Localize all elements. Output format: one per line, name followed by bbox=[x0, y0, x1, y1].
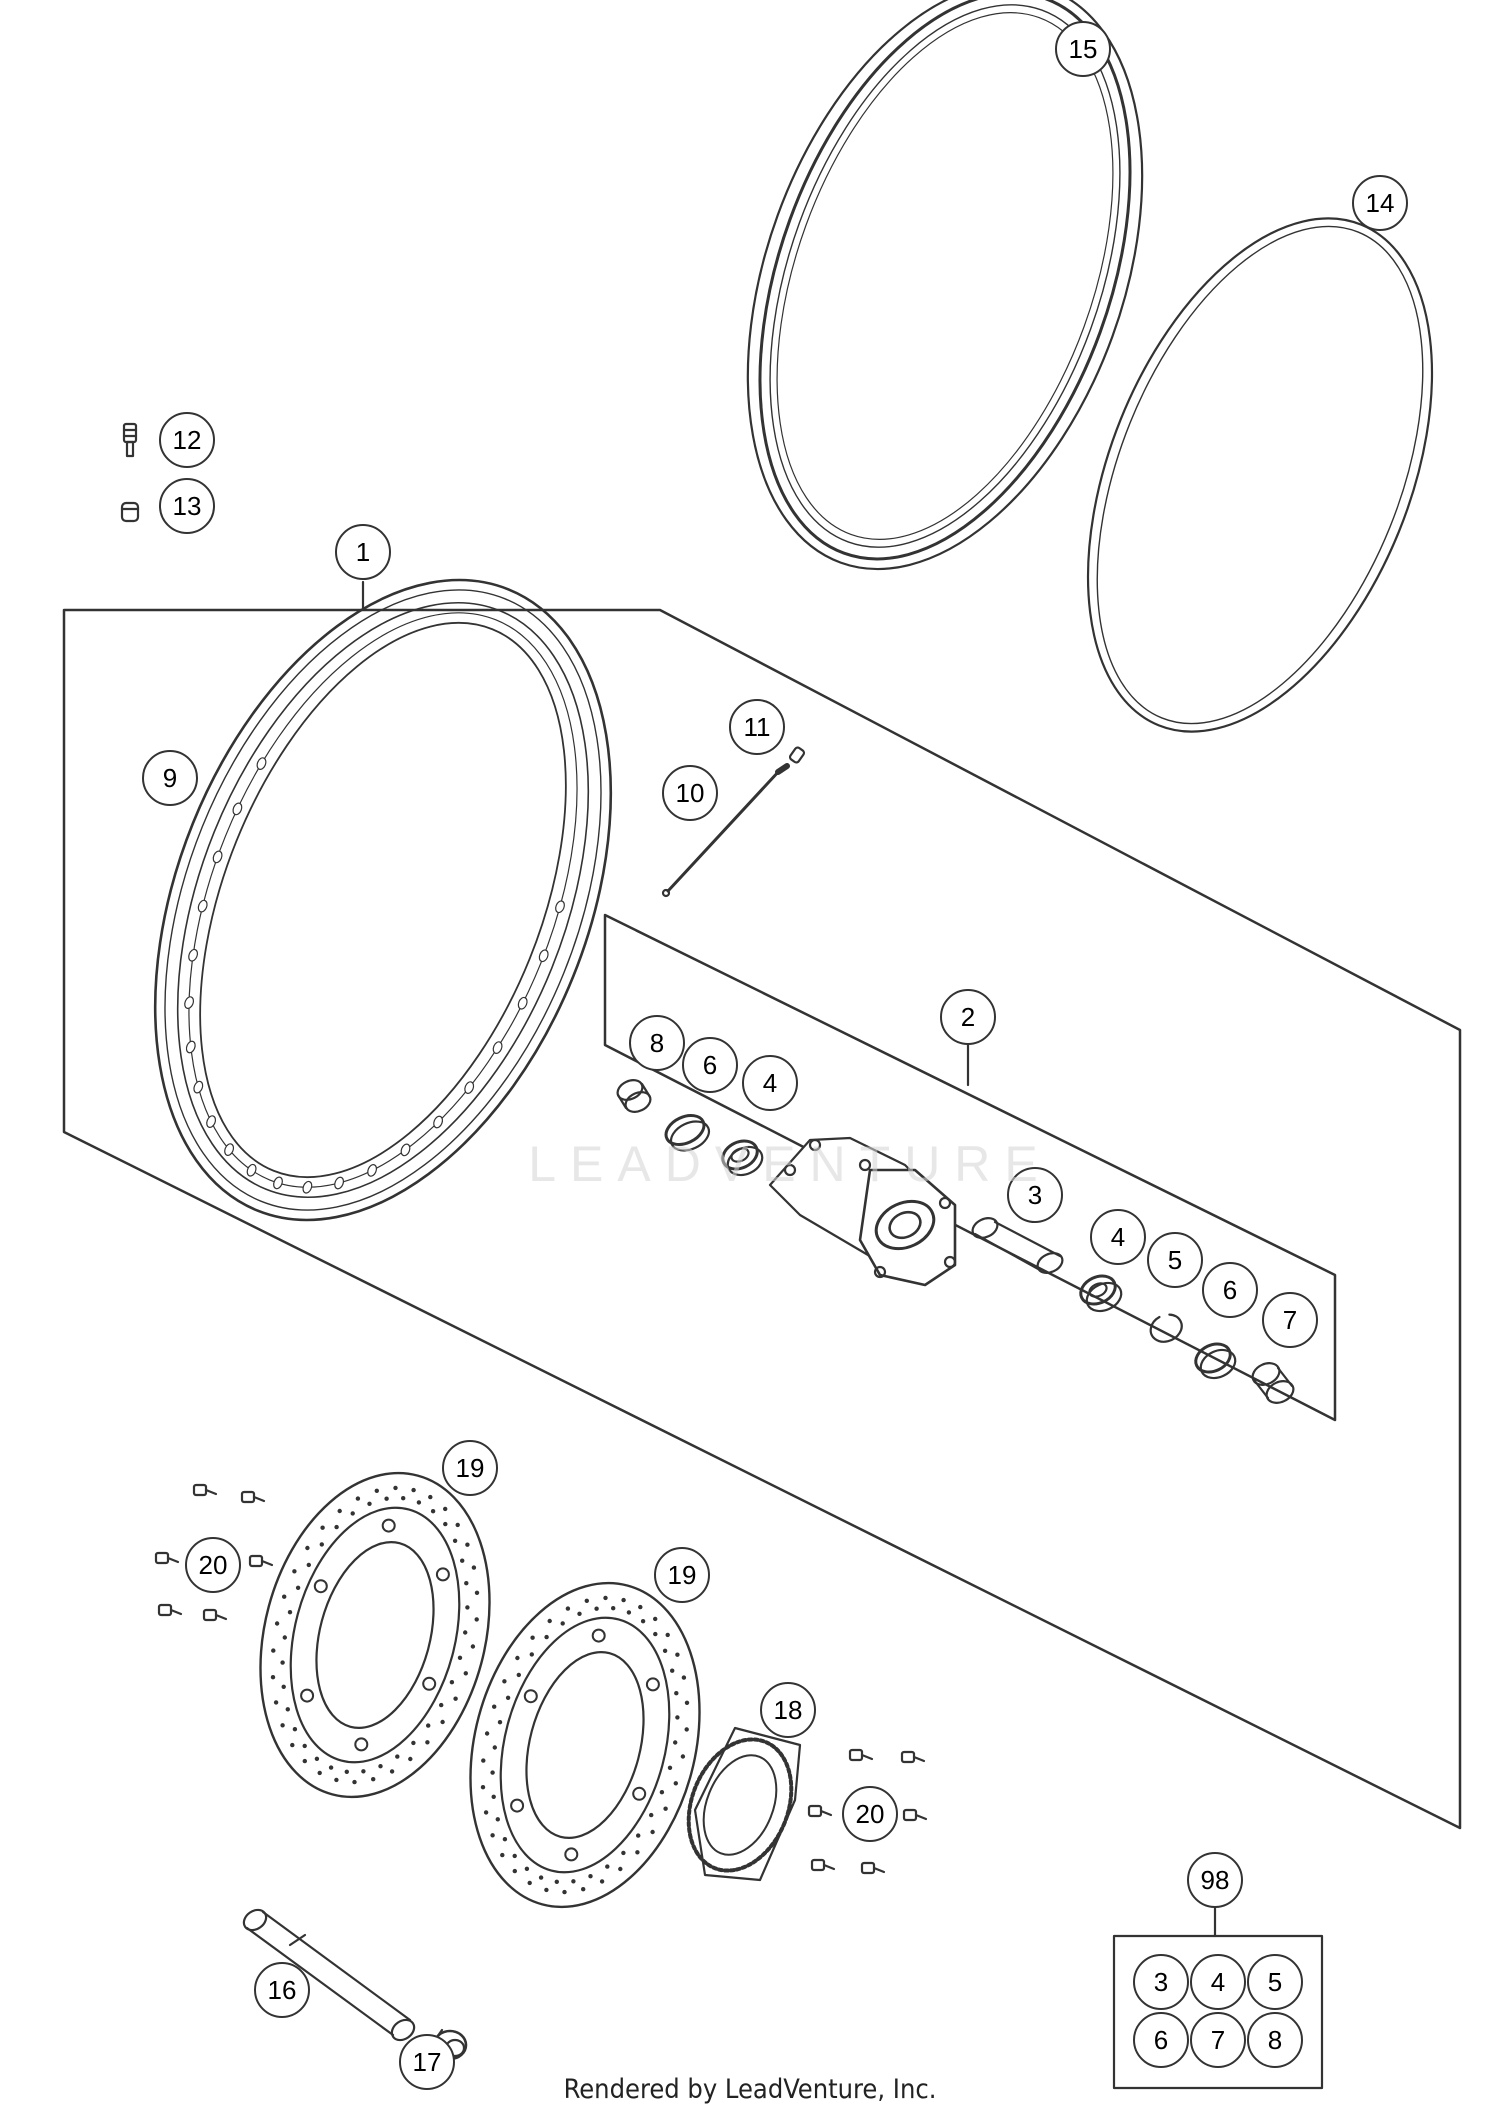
svg-text:4: 4 bbox=[1111, 1222, 1125, 1252]
svg-text:10: 10 bbox=[676, 778, 705, 808]
callout-6b[interactable]: 6 bbox=[1202, 1262, 1258, 1318]
callout-20b[interactable]: 20 bbox=[842, 1786, 898, 1842]
brake-disc-19a bbox=[259, 1471, 491, 1799]
svg-text:4: 4 bbox=[1211, 1967, 1225, 1997]
footer-credit: Rendered by LeadVenture, Inc. bbox=[563, 2074, 937, 2105]
callout-11[interactable]: 11 bbox=[729, 699, 785, 755]
kit-98-item[interactable]: 8 bbox=[1247, 2012, 1303, 2068]
svg-text:1: 1 bbox=[356, 537, 370, 567]
abs-sensor-wheel-18 bbox=[686, 1726, 802, 1882]
svg-text:8: 8 bbox=[650, 1028, 664, 1058]
callout-15[interactable]: 15 bbox=[1055, 21, 1111, 77]
svg-text:4: 4 bbox=[763, 1068, 777, 1098]
callout-9[interactable]: 9 bbox=[142, 750, 198, 806]
kit-98-item[interactable]: 5 bbox=[1247, 1954, 1303, 2010]
callout-6a[interactable]: 6 bbox=[682, 1037, 738, 1093]
valve-cap-13 bbox=[120, 501, 140, 523]
callout-16[interactable]: 16 bbox=[254, 1962, 310, 2018]
svg-text:3: 3 bbox=[1028, 1180, 1042, 1210]
svg-text:18: 18 bbox=[774, 1695, 803, 1725]
callout-2[interactable]: 2 bbox=[940, 989, 996, 1045]
kit-98-item[interactable]: 4 bbox=[1190, 1954, 1246, 2010]
svg-text:6: 6 bbox=[1223, 1275, 1237, 1305]
callout-12[interactable]: 12 bbox=[159, 412, 215, 468]
brake-disc-19b bbox=[469, 1581, 701, 1909]
svg-text:5: 5 bbox=[1268, 1967, 1282, 1997]
callout-5[interactable]: 5 bbox=[1147, 1232, 1203, 1288]
bearing-4a bbox=[721, 1139, 764, 1177]
spacer-7 bbox=[1251, 1362, 1295, 1404]
kit-98-item[interactable]: 7 bbox=[1190, 2012, 1246, 2068]
callout-8[interactable]: 8 bbox=[629, 1015, 685, 1071]
spacer-sleeve-3 bbox=[971, 1217, 1064, 1274]
svg-text:8: 8 bbox=[1268, 2025, 1282, 2055]
svg-text:3: 3 bbox=[1154, 1967, 1168, 1997]
svg-text:15: 15 bbox=[1069, 34, 1098, 64]
svg-text:5: 5 bbox=[1168, 1245, 1182, 1275]
callout-98[interactable]: 98 bbox=[1187, 1852, 1243, 1908]
watermark: LEADVENTURE bbox=[528, 1136, 1052, 1192]
spoke-10 bbox=[661, 763, 790, 898]
rim-spoke-holes bbox=[184, 757, 565, 1194]
circlip-5 bbox=[1149, 1313, 1183, 1343]
svg-text:17: 17 bbox=[413, 2047, 442, 2077]
svg-text:16: 16 bbox=[268, 1975, 297, 2005]
svg-text:19: 19 bbox=[668, 1560, 697, 1590]
kit-98-frame bbox=[1112, 1934, 1324, 2090]
rim-band-14 bbox=[1086, 217, 1434, 733]
svg-text:98: 98 bbox=[1201, 1865, 1230, 1895]
kit-98-contents: 3 4 5 6 7 8 bbox=[1133, 1954, 1303, 2068]
callout-4a[interactable]: 4 bbox=[742, 1055, 798, 1111]
svg-text:6: 6 bbox=[1154, 2025, 1168, 2055]
svg-text:12: 12 bbox=[173, 425, 202, 455]
rim-9 bbox=[153, 578, 613, 1222]
wheel-spindle-16 bbox=[242, 1908, 416, 2042]
kit-98-item[interactable]: 3 bbox=[1133, 1954, 1189, 2010]
svg-text:14: 14 bbox=[1366, 188, 1395, 218]
svg-text:19: 19 bbox=[456, 1453, 485, 1483]
assembly-2-frame bbox=[603, 913, 1337, 1422]
callout-14[interactable]: 14 bbox=[1352, 175, 1408, 231]
callout-19a[interactable]: 19 bbox=[442, 1440, 498, 1496]
svg-text:6: 6 bbox=[703, 1050, 717, 1080]
svg-text:13: 13 bbox=[173, 491, 202, 521]
bearing-4b bbox=[1079, 1274, 1123, 1313]
callout-18[interactable]: 18 bbox=[760, 1682, 816, 1738]
assembly-1-frame bbox=[62, 608, 1462, 1830]
svg-text:20: 20 bbox=[856, 1799, 885, 1829]
callout-4b[interactable]: 4 bbox=[1090, 1209, 1146, 1265]
callout-20a[interactable]: 20 bbox=[185, 1537, 241, 1593]
svg-text:20: 20 bbox=[199, 1550, 228, 1580]
brake-disc-holes bbox=[270, 1485, 690, 1895]
shaft-seal-6b bbox=[1194, 1342, 1237, 1380]
callout-7[interactable]: 7 bbox=[1262, 1292, 1318, 1348]
wheel-hub bbox=[768, 1136, 957, 1287]
callout-17[interactable]: 17 bbox=[399, 2034, 455, 2090]
callout-13[interactable]: 13 bbox=[159, 478, 215, 534]
spacer-8 bbox=[616, 1079, 652, 1113]
callouts: 1 2 3 4 4 5 6 6 7 8 9 10 11 12 13 14 15 … bbox=[142, 21, 1408, 2090]
callout-1[interactable]: 1 bbox=[335, 524, 391, 580]
screws-20b bbox=[807, 1748, 928, 1875]
callout-10[interactable]: 10 bbox=[662, 765, 718, 821]
tire-15 bbox=[746, 0, 1144, 571]
kit-98-item[interactable]: 6 bbox=[1133, 2012, 1189, 2068]
spoke-nipple-11 bbox=[788, 746, 806, 764]
shaft-seal-6a bbox=[664, 1113, 711, 1152]
svg-text:2: 2 bbox=[961, 1002, 975, 1032]
svg-text:7: 7 bbox=[1283, 1305, 1297, 1335]
screws-20a bbox=[154, 1483, 274, 1622]
svg-text:7: 7 bbox=[1211, 2025, 1225, 2055]
svg-text:11: 11 bbox=[744, 712, 771, 742]
callout-3[interactable]: 3 bbox=[1007, 1167, 1063, 1223]
valve-12 bbox=[122, 422, 138, 458]
callout-19b[interactable]: 19 bbox=[654, 1547, 710, 1603]
svg-text:9: 9 bbox=[163, 763, 177, 793]
